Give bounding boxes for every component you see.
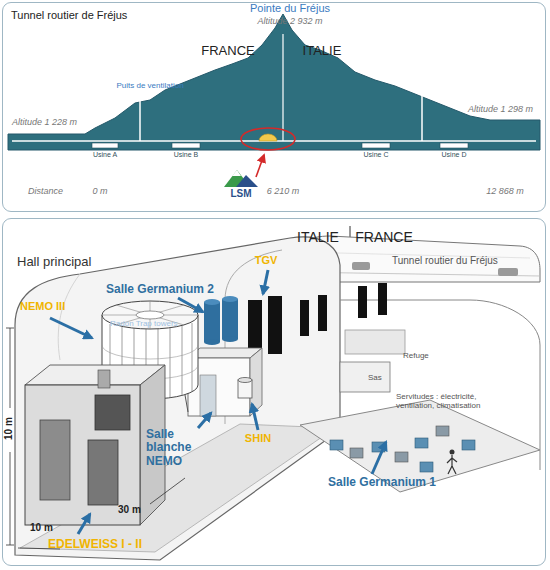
room-name: Salle Germanium 1 — [328, 476, 436, 489]
panel-heading: Hall principal — [17, 255, 91, 270]
area-note: Servitudes : électricité, ventilation, c… — [396, 393, 506, 411]
mountain-profile — [8, 14, 540, 150]
experiment-name: TGV — [246, 254, 286, 266]
plant-label: Usine C — [351, 151, 401, 159]
plant-label: Usine B — [161, 151, 211, 159]
panel-heading: Tunnel routier de Fréjus — [11, 9, 127, 22]
altitude-note: Altitude 2 932 m — [230, 16, 350, 26]
edelweiss-building — [25, 365, 165, 525]
callout-arrows — [50, 270, 386, 534]
pointer-arrow — [256, 155, 264, 177]
vault-line — [58, 274, 80, 360]
distance-value: 6 210 m — [253, 186, 313, 196]
lab-highlight — [241, 128, 295, 150]
altitude-note: Altitude 1 228 m — [12, 117, 77, 127]
altitude-note: Altitude 1 298 m — [468, 104, 533, 114]
service-area — [300, 283, 540, 492]
area-label: Sas — [368, 374, 382, 383]
panel-profile: Tunnel routier de Fréjus — [2, 2, 546, 212]
lsm-logo — [224, 170, 258, 187]
shin-detector — [238, 378, 252, 399]
distance-value: 12 868 m — [470, 186, 540, 196]
radon-towers — [204, 296, 238, 345]
area-label: Refuge — [403, 352, 429, 361]
distance-value: 0 m — [75, 186, 125, 196]
equipment-label: Radon Trap towers — [110, 320, 178, 329]
distance-label: Distance — [28, 186, 63, 196]
dimension-label: 30 m — [118, 504, 141, 515]
dimension-label: 10 m — [30, 522, 53, 533]
country-name: ITALIE — [288, 230, 348, 246]
room-name: Salle Germanium 2 — [106, 283, 214, 296]
logo-text: LSM — [221, 188, 261, 199]
experiment-name: SHIN — [238, 432, 278, 444]
shaft-label: Puits de ventilation — [100, 82, 200, 91]
panel-hall: Hall principal — [2, 218, 546, 566]
tgv-shield — [248, 296, 282, 356]
plant-label: Usine D — [429, 151, 479, 159]
country-name: FRANCE — [352, 230, 416, 246]
country-name: ITALIE — [287, 44, 357, 59]
tunnel-label: Tunnel routier du Fréjus — [392, 255, 498, 266]
dimension-label: 10 m — [3, 409, 14, 449]
country-name: FRANCE — [193, 44, 263, 59]
experiment-name: EDELWEISS I - II — [48, 538, 142, 551]
experiment-name: NEMO III — [20, 300, 65, 312]
plant-label: Usine A — [80, 151, 130, 159]
hall-shell — [15, 237, 340, 560]
room-name: Salle blanche NEMO — [146, 428, 206, 468]
peak-name: Pointe du Fréjus — [230, 2, 350, 14]
